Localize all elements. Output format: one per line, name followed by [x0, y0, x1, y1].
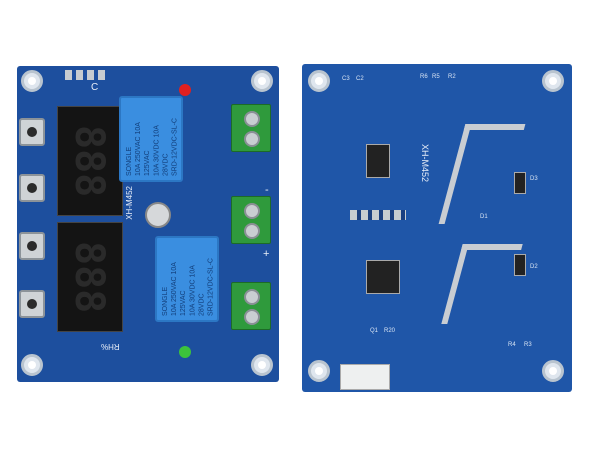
- push-button[interactable]: [19, 232, 45, 260]
- relay-rating-2: 10A 30VDC 10A 28VDC: [189, 265, 206, 316]
- component-label: D1: [480, 214, 488, 220]
- back-model-label: XH-M452: [420, 144, 430, 183]
- diode: [514, 172, 526, 194]
- screw-icon: [244, 203, 260, 219]
- push-button[interactable]: [19, 118, 45, 146]
- pin-header: [65, 70, 109, 80]
- component-label: D2: [530, 264, 538, 270]
- connector: [340, 364, 390, 390]
- model-label: XH-M452: [125, 186, 134, 220]
- component-label: R5: [432, 74, 440, 80]
- screw-icon: [244, 131, 260, 147]
- diode: [514, 254, 526, 276]
- mounting-hole: [308, 70, 330, 92]
- solder-trace: [441, 244, 523, 324]
- mounting-hole: [542, 360, 564, 382]
- relay-rating-1: 10A 250VAC 10A 125VAC: [135, 122, 152, 176]
- mounting-hole: [21, 354, 43, 376]
- label-c: C: [91, 82, 99, 93]
- screw-icon: [244, 309, 260, 325]
- relay-bottom: SONGLE 10A 250VAC 10A 125VAC 10A 30VDC 1…: [155, 236, 219, 322]
- pin-row: [350, 210, 406, 220]
- ic-chip: [366, 260, 400, 294]
- push-button[interactable]: [19, 290, 45, 318]
- screw-icon: [244, 223, 260, 239]
- seven-segment-display-top: 888: [57, 106, 123, 216]
- relay-rating-2: 10A 30VDC 10A 28VDC: [153, 125, 170, 176]
- mounting-hole: [308, 360, 330, 382]
- ic-chip: [366, 144, 390, 178]
- relay-brand: SONGLE: [162, 286, 169, 316]
- led-green: [179, 346, 191, 358]
- mounting-hole: [542, 70, 564, 92]
- component-label: R3: [524, 342, 532, 348]
- component-label: C3: [342, 76, 350, 82]
- relay-brand: SONGLE: [126, 146, 133, 176]
- component-label: R6: [420, 74, 428, 80]
- mounting-hole: [251, 354, 273, 376]
- relay-model: SRD-12VDC-SL-C: [171, 118, 179, 176]
- component-label: Q1: [370, 328, 379, 334]
- label-rh: RH%: [101, 342, 120, 351]
- component-label: R4: [508, 342, 516, 348]
- label-plus: +: [263, 248, 270, 260]
- component-label: R2: [448, 74, 456, 80]
- back-board: XH-M452 C3 C2 R6 R5 R2 D1 D2 D3 R4 R3 R2…: [302, 64, 572, 392]
- mounting-hole: [21, 70, 43, 92]
- relay-top: SONGLE 10A 250VAC 10A 125VAC 10A 30VDC 1…: [119, 96, 183, 182]
- led-red: [179, 84, 191, 96]
- label-minus: -: [265, 184, 269, 196]
- seven-segment-display-bottom: 888: [57, 222, 123, 332]
- component-label: D3: [530, 176, 538, 182]
- solder-trace: [438, 124, 526, 224]
- screw-icon: [244, 111, 260, 127]
- screw-icon: [244, 289, 260, 305]
- screw-terminal[interactable]: [231, 196, 271, 244]
- mounting-hole: [251, 70, 273, 92]
- push-button[interactable]: [19, 174, 45, 202]
- screw-terminal[interactable]: [231, 104, 271, 152]
- front-board: C 888 888 RH% SONGLE 10A 250VAC 10A 125V…: [17, 66, 279, 382]
- relay-model: SRD-12VDC-SL-C: [207, 258, 215, 316]
- relay-rating-1: 10A 250VAC 10A 125VAC: [171, 262, 188, 316]
- capacitor: [145, 202, 171, 228]
- component-label: R20: [384, 328, 396, 334]
- component-label: C2: [356, 76, 364, 82]
- screw-terminal[interactable]: [231, 282, 271, 330]
